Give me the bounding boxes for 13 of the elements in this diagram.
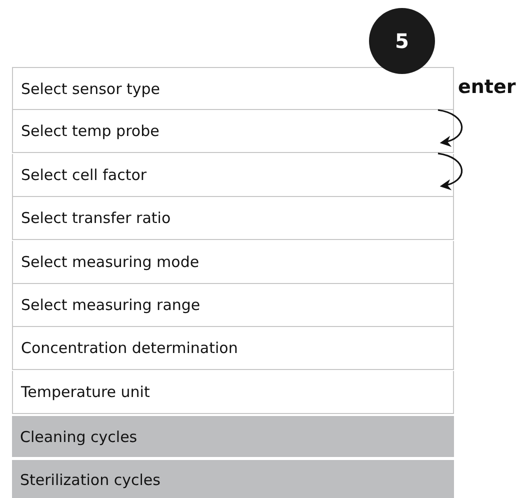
menu-item: Temperature unit bbox=[12, 370, 454, 414]
curved-arrow bbox=[438, 109, 463, 146]
menu-item: Select cell factor bbox=[12, 154, 454, 197]
menu-item: Select sensor type bbox=[12, 67, 454, 110]
menu-item: Select measuring range bbox=[12, 284, 454, 327]
menu-item: Select transfer ratio bbox=[12, 197, 454, 240]
menu-item: Concentration determination bbox=[12, 327, 454, 370]
menu-item: Cleaning cycles bbox=[12, 416, 454, 458]
menu-item: Select measuring mode bbox=[12, 240, 454, 284]
menu-item: Sterilization cycles bbox=[12, 460, 454, 498]
menu-item: Select temp probe bbox=[12, 110, 454, 154]
curved-arrow bbox=[438, 152, 463, 190]
step-number-badge: 5 bbox=[369, 8, 435, 74]
